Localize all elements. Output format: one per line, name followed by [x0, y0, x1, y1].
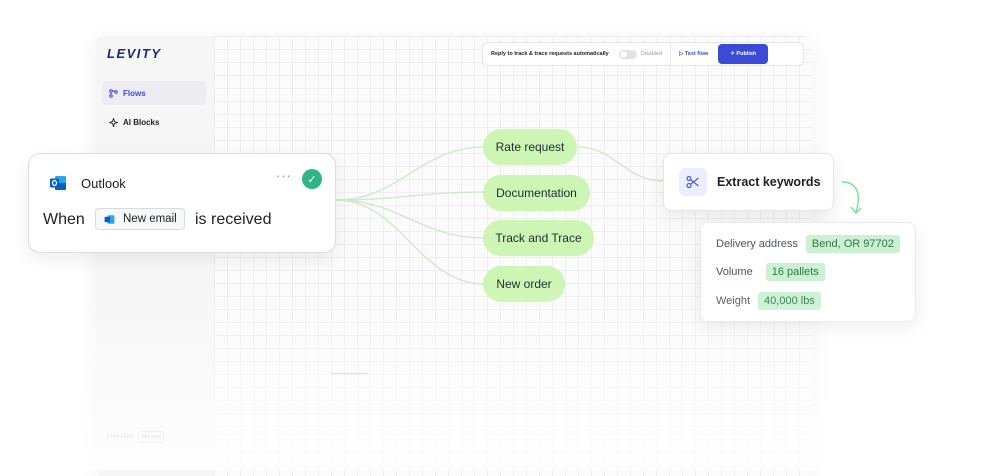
extracted-fields-card: Delivery address Bend, OR 97702 Volume 1…	[700, 222, 916, 322]
scissors-icon	[679, 168, 707, 196]
field-row-delivery-address: Delivery address Bend, OR 97702	[716, 235, 900, 253]
arrow-down-icon	[841, 181, 862, 215]
field-value-tag: Bend, OR 97702	[805, 235, 900, 253]
field-key: Volume	[716, 266, 753, 278]
outlook-icon	[104, 214, 115, 224]
connection-line	[577, 146, 664, 182]
outlook-icon	[50, 176, 66, 190]
field-value-tag: 40,000 lbs	[758, 292, 821, 310]
field-row-volume: Volume 16 pallets	[716, 263, 825, 281]
category-label: New order	[496, 277, 552, 291]
new-email-chip[interactable]: New email	[95, 208, 185, 230]
connection-line	[335, 199, 485, 239]
category-new-order[interactable]: New order	[483, 266, 565, 302]
category-label: Rate request	[495, 140, 565, 154]
outlook-trigger-card[interactable]: Outlook ··· ✓ When New email is received	[28, 153, 336, 253]
extract-keywords-label: Extract keywords	[717, 175, 821, 189]
category-label: Documentation	[496, 186, 577, 200]
field-key: Weight	[716, 295, 751, 307]
trigger-app-name: Outlook	[81, 176, 126, 191]
category-rate-request[interactable]: Rate request	[483, 129, 577, 165]
trigger-received-label: is received	[195, 211, 272, 228]
field-value-tag: 16 pallets	[765, 263, 825, 281]
connection-line	[335, 191, 485, 201]
chip-label: New email	[123, 213, 177, 225]
extract-keywords-card[interactable]: Extract keywords	[663, 153, 834, 211]
category-track-and-trace[interactable]: Track and Trace	[483, 220, 594, 256]
category-documentation[interactable]: Documentation	[483, 175, 590, 211]
field-row-weight: Weight 40,000 lbs	[716, 292, 821, 310]
more-options-icon[interactable]: ···	[276, 168, 292, 183]
check-icon: ✓	[302, 169, 322, 189]
field-key: Delivery address	[716, 238, 798, 250]
trigger-when-label: When	[43, 211, 85, 228]
category-label: Track and Trace	[495, 231, 582, 245]
connection-line	[335, 199, 485, 285]
